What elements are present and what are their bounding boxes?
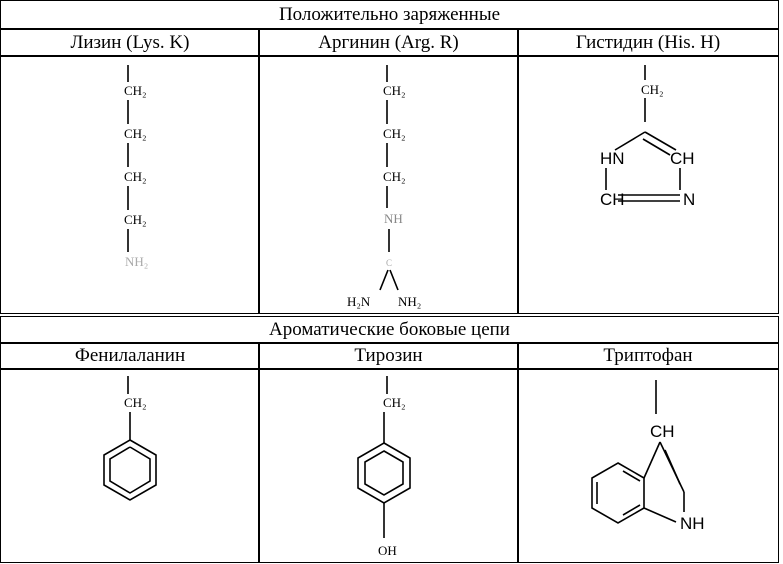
- svg-text:CH: CH: [670, 149, 695, 168]
- svg-text:CH₂: CH₂: [124, 212, 147, 227]
- svg-text:NH: NH: [680, 514, 705, 533]
- svg-text:CH₂: CH₂: [124, 126, 147, 141]
- svg-text:CH₂: CH₂: [641, 82, 664, 97]
- svg-text:NH₂: NH₂: [398, 294, 421, 309]
- svg-text:CH₂: CH₂: [124, 169, 147, 184]
- phenylalanine-structure: CH₂: [103, 376, 157, 501]
- cell-tyrosine: [258, 368, 519, 563]
- svg-text:CH₂: CH₂: [124, 395, 147, 410]
- svg-text:CH₂: CH₂: [383, 83, 406, 98]
- cell-arginine: [258, 55, 519, 314]
- svg-text:NH₂: NH₂: [125, 254, 148, 269]
- tyrosine-structure: CH₂ OH: [357, 376, 411, 558]
- header-phenylalanine: Фенилаланин: [0, 342, 260, 370]
- svg-text:CH₂: CH₂: [383, 169, 406, 184]
- cell-phenylalanine: [0, 368, 260, 563]
- header-histidine: Гистидин (His. H): [517, 28, 779, 57]
- tryptophan-structure: CH NH: [591, 380, 705, 533]
- section2-title: Ароматические боковые цепи: [0, 316, 779, 344]
- svg-text:N: N: [683, 190, 695, 209]
- svg-text:CH₂: CH₂: [383, 126, 406, 141]
- histidine-structure: CH₂ HN CH CH N: [600, 65, 695, 209]
- svg-text:HN: HN: [600, 149, 625, 168]
- svg-text:OH: OH: [378, 543, 397, 558]
- svg-text:CH: CH: [650, 422, 675, 441]
- header-tryptophan: Триптофан: [517, 342, 779, 370]
- svg-text:CH: CH: [600, 190, 625, 209]
- header-arginine: Аргинин (Arg. R): [258, 28, 519, 57]
- lysine-structure: CH₂ CH₂ CH₂ CH₂ NH₂: [124, 65, 148, 269]
- svg-text:C: C: [386, 258, 392, 268]
- svg-text:CH₂: CH₂: [124, 83, 147, 98]
- header-lysine: Лизин (Lys. K): [0, 28, 260, 57]
- cell-histidine: [517, 55, 779, 314]
- section1-title: Положительно заряженные: [0, 0, 779, 30]
- cell-lysine: [0, 55, 260, 314]
- header-tyrosine: Тирозин: [258, 342, 519, 370]
- svg-text:CH₂: CH₂: [383, 395, 406, 410]
- svg-text:H₂N: H₂N: [347, 294, 371, 309]
- svg-text:NH: NH: [384, 211, 403, 226]
- cell-tryptophan: [517, 368, 779, 563]
- arginine-structure: CH₂ CH₂ CH₂ NH C H₂N NH₂: [347, 65, 421, 309]
